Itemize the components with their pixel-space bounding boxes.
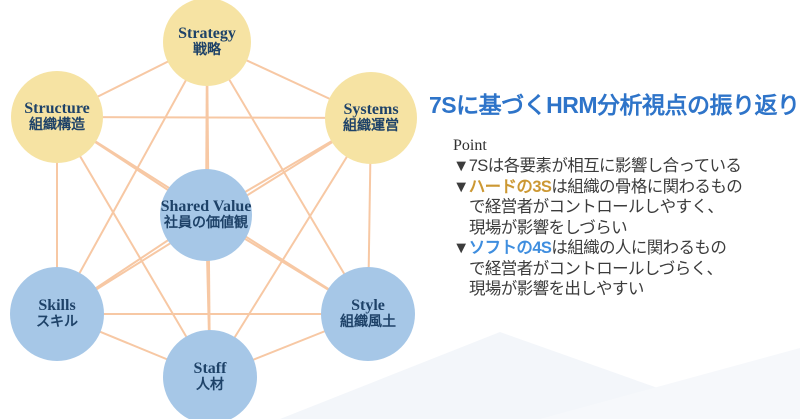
node-style: Style 組織風土 [321,267,415,361]
point-text: 現場が影響を出しやすい [469,280,644,298]
node-shared-value-label-en: Shared Value [160,197,252,215]
page-title: 7Sに基づくHRM分析視点の振り返り [429,92,800,118]
hard-3s-highlight: ハードの3S [468,177,552,196]
point-text: 現場が影響をしづらい [469,218,628,237]
point-line: で経営者がコントロールしづらく、 [453,259,800,280]
point-line: ▼ソフトの4Sは組織の人に関わるもの [453,238,800,259]
point-text: は組織の骨格に関わるもの [551,177,743,196]
point-line: 現場が影響を出しやすい [453,279,800,300]
node-structure: Structure 組織構造 [11,71,103,163]
point-text: ▼ [453,177,469,196]
node-structure-label-en: Structure [24,99,90,117]
right-panel: 7Sに基づくHRM分析視点の振り返り Point ▼7Sは各要素が相互に影響し合… [429,88,800,300]
node-systems: Systems 組織運営 [325,72,417,164]
node-style-label-jp: 組織風土 [340,315,396,331]
point-text: で経営者がコントロールしやすく、 [469,198,724,216]
point-block: Point ▼7Sは各要素が相互に影響し合っている ▼ハードの3Sは組織の骨格に… [453,136,800,300]
node-skills-label-jp: スキル [36,315,78,331]
node-staff-label-jp: 人材 [196,378,224,394]
point-line: ▼7Sは各要素が相互に影響し合っている [453,156,800,177]
soft-4s-highlight: ソフトの4S [468,239,552,257]
point-text: ▼ [453,239,469,257]
point-line: ▼ハードの3Sは組織の骨格に関わるもの [453,177,800,198]
node-strategy: Strategy 戦略 [163,0,251,86]
node-systems-label-en: Systems [343,100,399,118]
node-skills: Skills スキル [10,267,104,361]
point-text: は組織の人に関わるもの [551,239,727,257]
point-text: ▼7Sは各要素が相互に影響し合っている [453,157,742,175]
node-structure-label-jp: 組織構造 [29,118,85,134]
node-skills-label-en: Skills [38,296,76,314]
point-label: Point [453,137,487,154]
node-strategy-label-en: Strategy [178,24,236,42]
node-shared-value: Shared Value 社員の価値観 [160,169,252,261]
point-line: 現場が影響をしづらい [453,218,800,239]
node-shared-value-label-jp: 社員の価値観 [164,216,248,232]
point-line: で経営者がコントロールしやすく、 [453,197,800,218]
node-style-label-en: Style [351,296,385,314]
node-staff-label-en: Staff [193,359,227,377]
point-text: で経営者がコントロールしづらく、 [469,259,723,278]
node-systems-label-jp: 組織運営 [343,119,399,135]
node-strategy-label-jp: 戦略 [193,43,221,59]
node-staff: Staff 人材 [163,330,257,419]
